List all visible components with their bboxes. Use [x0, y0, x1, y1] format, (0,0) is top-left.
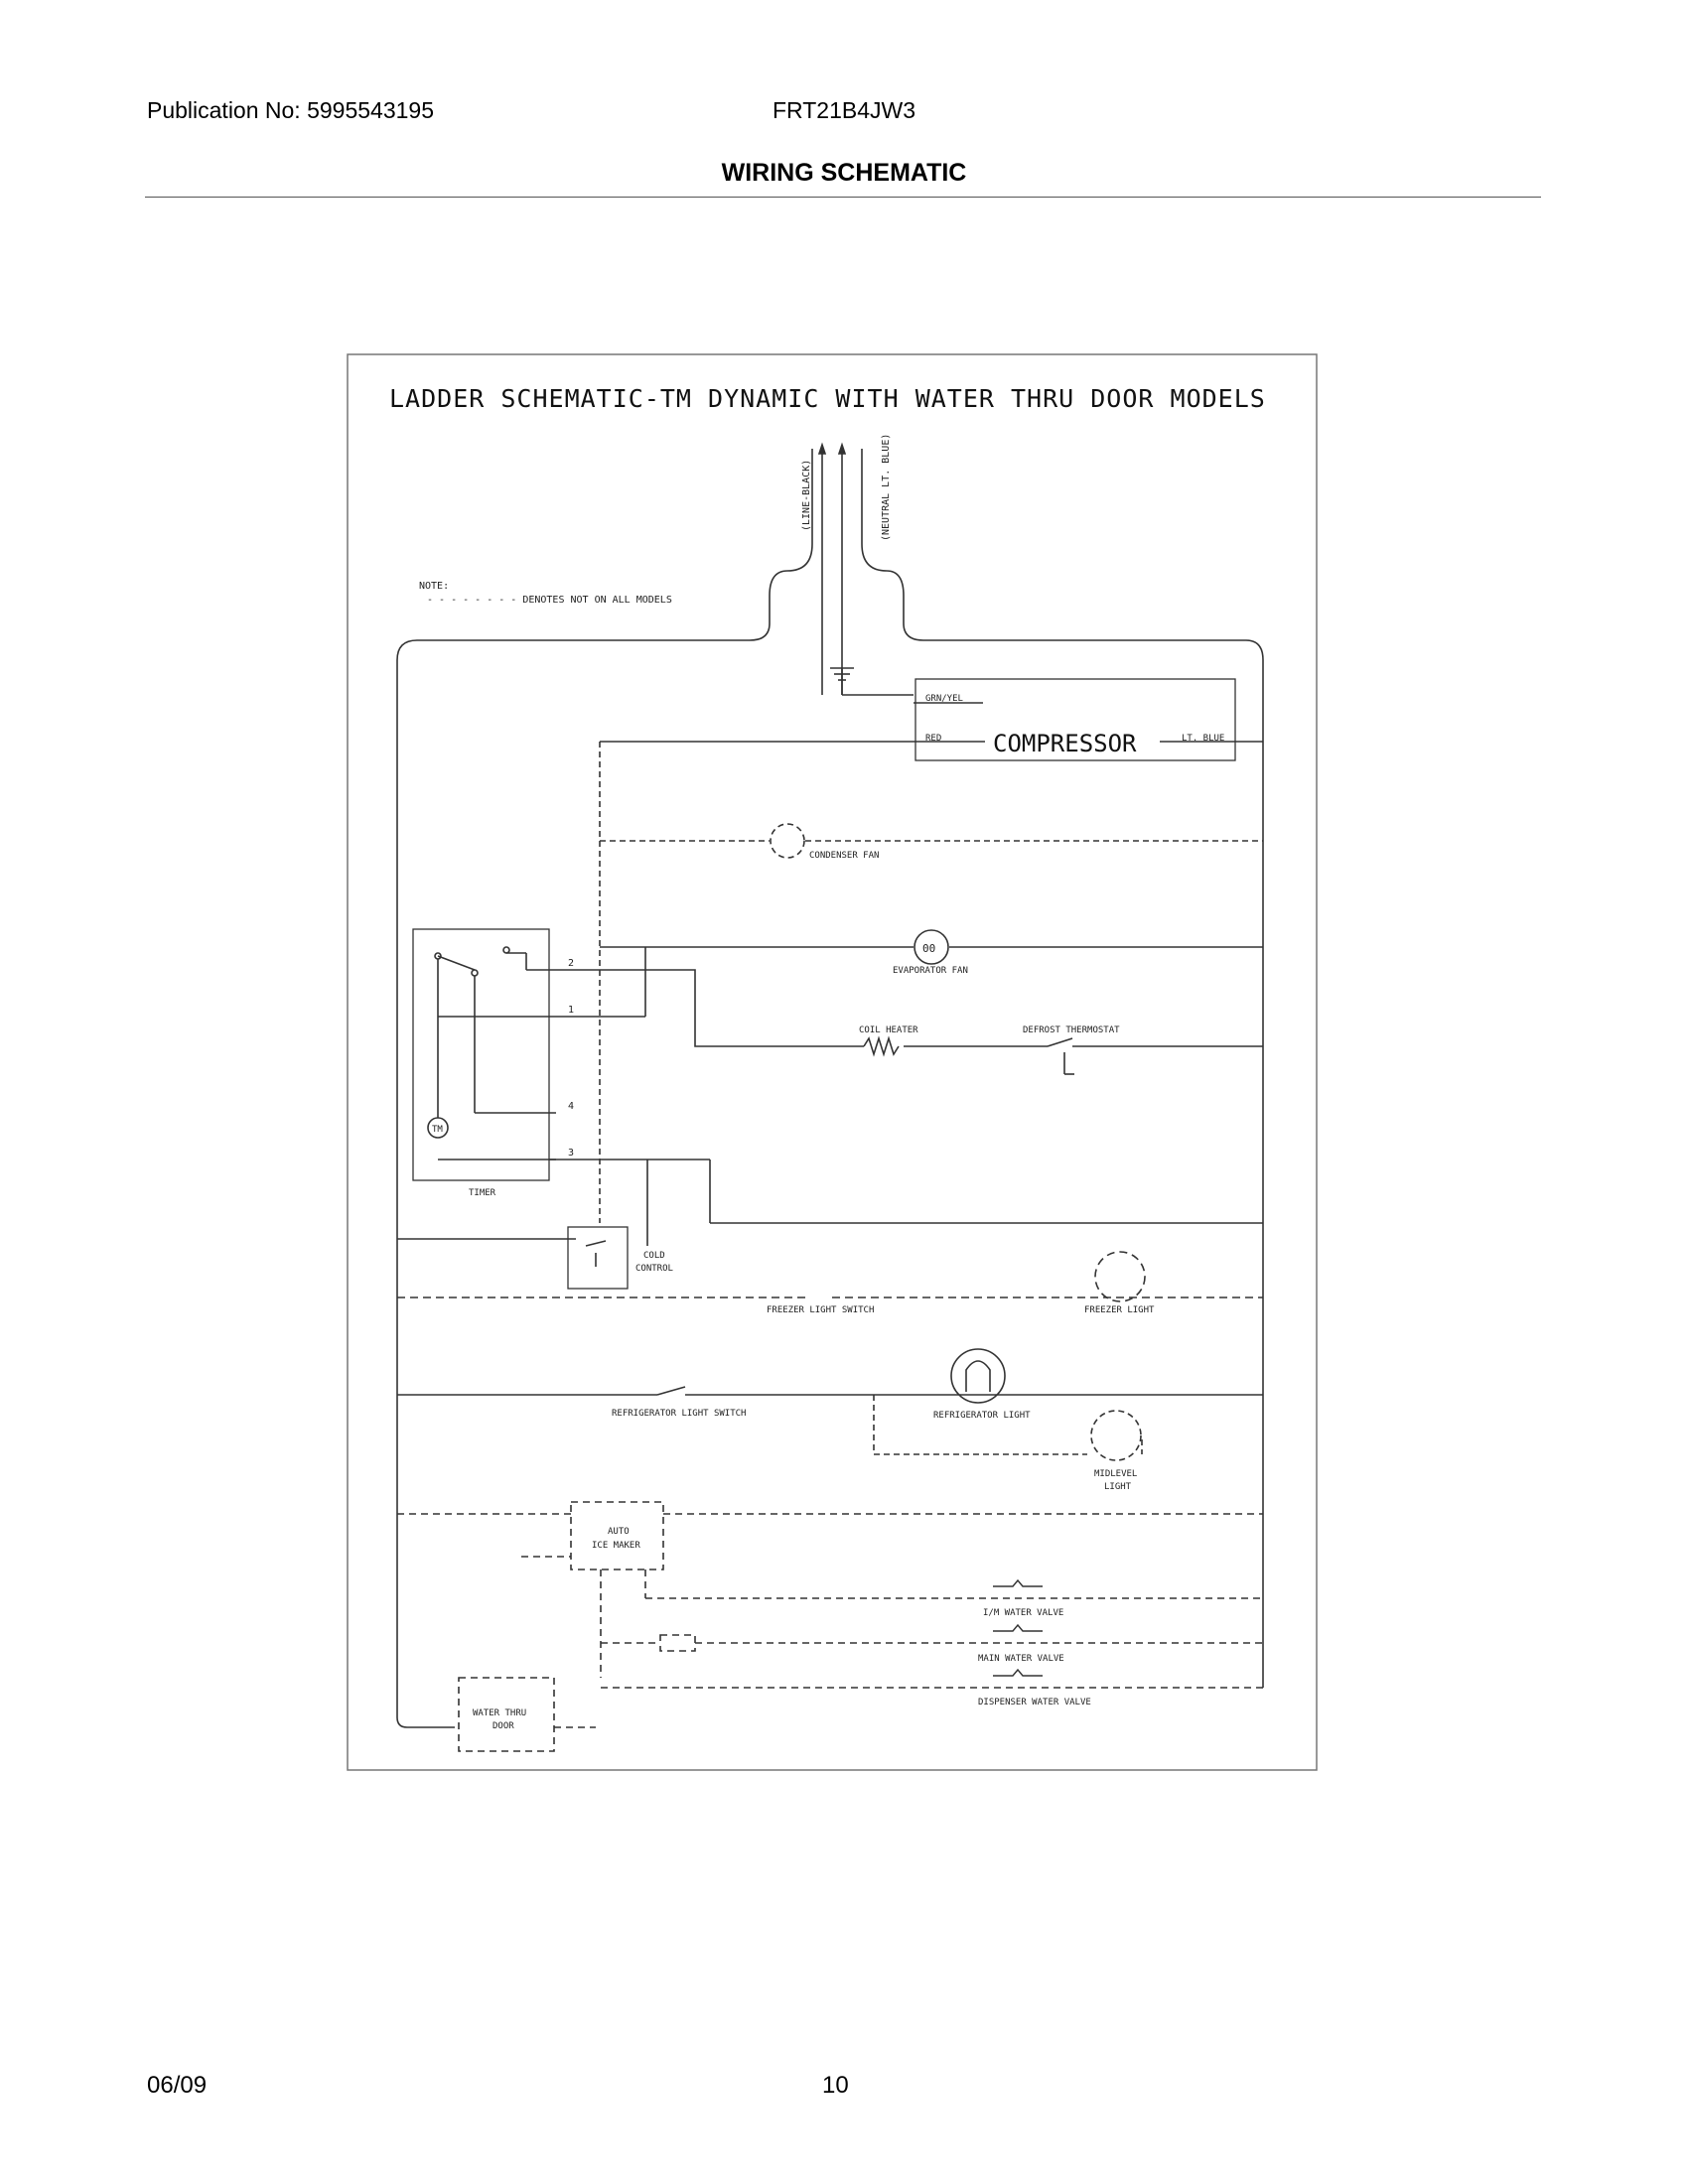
timer-motor-label: TM: [432, 1125, 443, 1135]
timer: [412, 928, 645, 1181]
ice-maker-label-2: ICE MAKER: [592, 1541, 640, 1551]
freezer-light-label: FREEZER LIGHT: [1084, 1305, 1155, 1315]
wire-lt-blue: LT. BLUE: [1182, 734, 1224, 744]
ice-maker-label-1: AUTO: [608, 1527, 630, 1537]
timer-wiring: [549, 947, 1263, 1246]
evaporator-fan-label: EVAPORATOR FAN: [893, 966, 968, 976]
compressor-label: COMPRESSOR: [993, 730, 1137, 757]
wire-grn-yel: GRN/YEL: [925, 694, 963, 704]
page-number: 10: [822, 2072, 849, 2099]
midlevel-light-label-1: MIDLEVEL: [1094, 1469, 1137, 1479]
evaporator-fan-symbol: 00: [922, 942, 935, 955]
water-thru-door-label-1: WATER THRU: [473, 1708, 526, 1718]
water-thru-door-label-2: DOOR: [492, 1721, 514, 1731]
coil-heater-label: COIL HEATER: [859, 1025, 918, 1035]
compressor: COMPRESSOR GRN/YEL RED LT. BLUE: [600, 678, 1263, 761]
line-black-label: (LINE-BLACK): [801, 460, 812, 531]
refrigerator-light-label: REFRIGERATOR LIGHT: [933, 1411, 1031, 1421]
main-water-valve-label: MAIN WATER VALVE: [978, 1654, 1064, 1664]
cold-control-label-2: CONTROL: [635, 1264, 673, 1274]
publication-number: Publication No: 5995543195: [147, 97, 435, 123]
model-number: FRT21B4JW3: [773, 97, 916, 123]
midlevel-light-circuit: [873, 1395, 1143, 1461]
defrost-thermostat-label: DEFROST THERMOSTAT: [1023, 1025, 1120, 1035]
schematic-frame: [347, 353, 1318, 1771]
footer-date: 06/09: [147, 2072, 208, 2099]
cold-control-label-1: COLD: [643, 1251, 665, 1261]
neutral-label: (NEUTRAL LT. BLUE): [881, 434, 892, 541]
condenser-fan-label: CONDENSER FAN: [809, 851, 879, 861]
terminal-2: 2: [568, 958, 574, 969]
note-heading: NOTE:: [419, 581, 449, 592]
dispenser-water-valve-label: DISPENSER WATER VALVE: [978, 1698, 1091, 1707]
section-title: WIRING SCHEMATIC: [721, 159, 967, 187]
water-circuits: [397, 1501, 1263, 1752]
valve-symbols: [993, 1578, 1043, 1677]
refrigerator-light-switch-label: REFRIGERATOR LIGHT SWITCH: [612, 1409, 746, 1419]
terminal-1: 1: [568, 1005, 574, 1016]
note-text: - - - - - - - - DENOTES NOT ON ALL MODEL…: [427, 595, 672, 606]
cold-control: [397, 1226, 629, 1290]
midlevel-light-label-2: LIGHT: [1104, 1482, 1132, 1492]
terminal-3: 3: [568, 1148, 574, 1159]
im-water-valve-label: I/M WATER VALVE: [983, 1608, 1063, 1618]
condenser-fan: [600, 823, 1263, 859]
defrost-circuit: [556, 969, 1263, 1075]
terminal-4: 4: [568, 1101, 574, 1112]
supply-lines: [396, 442, 1264, 1728]
header-rule: [145, 197, 1541, 198]
evaporator-fan: [600, 929, 1263, 965]
freezer-light-switch-label: FREEZER LIGHT SWITCH: [767, 1305, 874, 1315]
freezer-light-circuit: [397, 1251, 1263, 1302]
wire-red: RED: [925, 734, 941, 744]
timer-label: TIMER: [469, 1188, 496, 1198]
schematic-title: LADDER SCHEMATIC-TM DYNAMIC WITH WATER T…: [389, 384, 1266, 413]
refrigerator-light-circuit: [397, 1348, 1263, 1404]
